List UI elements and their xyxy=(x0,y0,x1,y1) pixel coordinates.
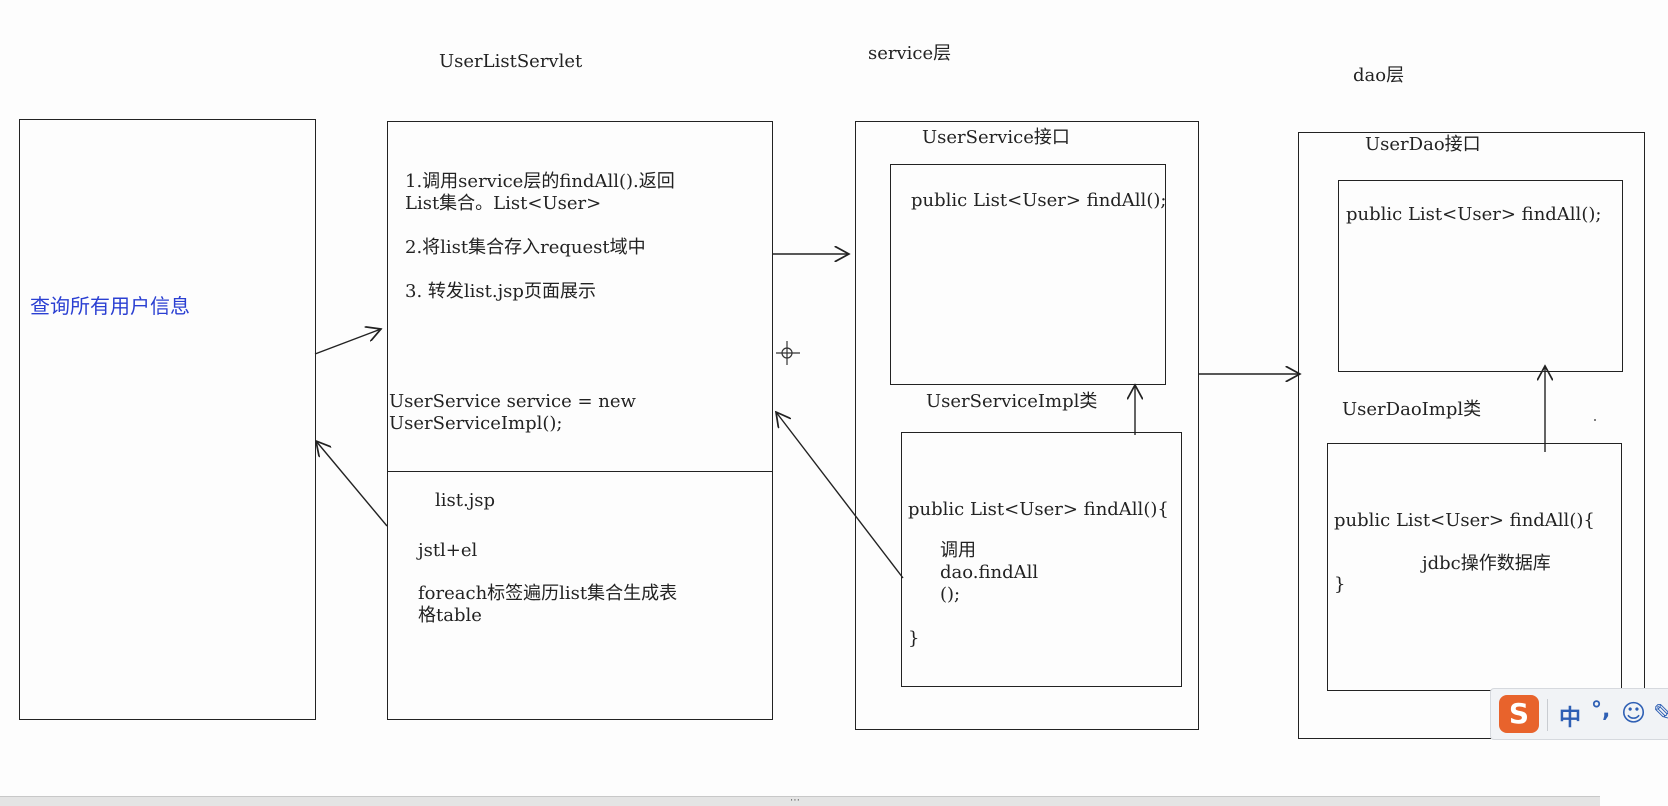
service-interface-method: public List<User> findAll(); xyxy=(911,190,1167,211)
smiley-icon[interactable]: ☺ xyxy=(1621,699,1647,727)
jsp-desc: foreach标签遍历list集合生成表 格table xyxy=(418,583,678,626)
dao-impl-box xyxy=(1327,443,1622,691)
servlet-code: UserService service = new UserServiceImp… xyxy=(389,391,636,434)
dao-impl-label: UserDaoImpl类 xyxy=(1342,399,1482,420)
dao-layer-label: dao层 xyxy=(1353,65,1405,86)
service-impl-close: } xyxy=(908,628,920,649)
dao-impl-method: public List<User> findAll(){ xyxy=(1334,510,1595,531)
ime-separator xyxy=(1547,699,1548,731)
jsp-label: list.jsp xyxy=(435,490,496,511)
service-impl-box xyxy=(901,432,1182,687)
servlet-label: UserListServlet xyxy=(439,51,583,72)
service-impl-body: 调用 dao.findAll (); xyxy=(940,540,1039,605)
crosshair-cursor-icon xyxy=(776,341,800,365)
service-impl-label: UserServiceImpl类 xyxy=(926,391,1098,412)
jsp-tech: jstl+el xyxy=(418,540,478,561)
arrow-client-to-servlet xyxy=(314,329,381,355)
servlet-step-2: 2.将list集合存入request域中 xyxy=(405,237,646,258)
dao-impl-close: } xyxy=(1334,574,1346,595)
servlet-jsp-divider xyxy=(387,471,773,472)
client-box xyxy=(19,119,316,720)
servlet-step-3: 3. 转发list.jsp页面展示 xyxy=(405,281,596,302)
pen-icon[interactable]: ✎ xyxy=(1653,699,1668,727)
dao-impl-body: jdbc操作数据库 xyxy=(1422,553,1551,574)
ime-punctuation-toggle[interactable]: °, xyxy=(1591,698,1611,723)
service-layer-label: service层 xyxy=(868,43,952,64)
dao-interface-method: public List<User> findAll(); xyxy=(1346,204,1602,225)
ime-toolbar[interactable]: S 中 °, ☺ ✎ xyxy=(1490,688,1668,740)
horizontal-scrollbar[interactable] xyxy=(0,796,1600,806)
scrollbar-grip-icon[interactable]: ⋯ xyxy=(790,795,800,806)
stray-dot xyxy=(1594,419,1596,421)
service-interface-label: UserService接口 xyxy=(922,127,1070,148)
ime-language-toggle[interactable]: 中 xyxy=(1559,706,1582,731)
service-interface-box xyxy=(890,164,1166,385)
servlet-box xyxy=(387,121,773,720)
sogou-s-icon[interactable]: S xyxy=(1499,695,1539,733)
page-title: 查询所有用户信息 xyxy=(30,294,190,318)
dao-interface-label: UserDao接口 xyxy=(1365,134,1481,155)
service-impl-method: public List<User> findAll(){ xyxy=(908,499,1169,520)
dao-layer-box xyxy=(1298,132,1645,739)
arrow-service-to-servlet xyxy=(776,412,904,579)
dao-interface-box xyxy=(1338,180,1623,372)
arrow-jsp-to-client xyxy=(316,441,388,527)
servlet-step-1: 1.调用service层的findAll().返回 List集合。List<Us… xyxy=(405,171,675,214)
service-layer-box xyxy=(855,121,1199,730)
